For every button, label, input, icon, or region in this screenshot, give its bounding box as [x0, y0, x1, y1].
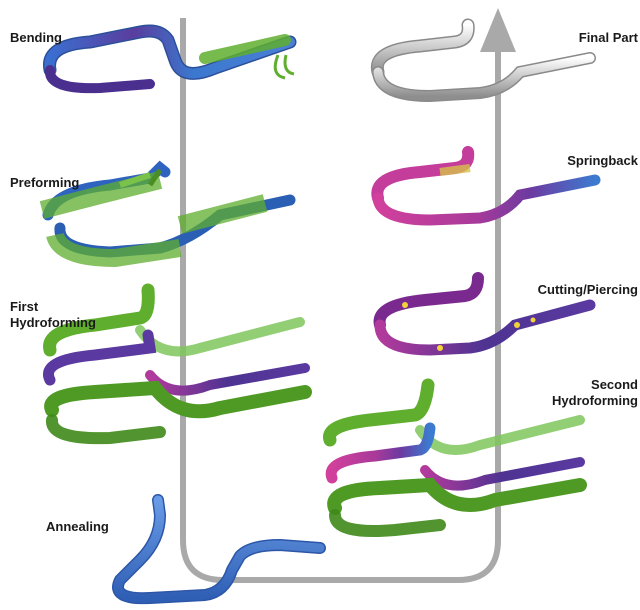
cutting-piercing-part	[373, 272, 596, 356]
preforming-part	[39, 160, 296, 268]
label-final-part: Final Part	[578, 30, 638, 45]
springback-part	[371, 146, 601, 226]
flow-arrowhead	[480, 8, 516, 52]
label-first-hydroforming: First Hydroforming	[10, 299, 96, 330]
bending-part	[43, 24, 297, 94]
label-cutting-piercing: Cutting/Piercing	[537, 282, 638, 297]
label-bending: Bending	[10, 30, 62, 45]
label-preforming: Preforming	[10, 175, 80, 190]
label-annealing: Annealing	[46, 519, 109, 534]
first-hydroforming-part	[43, 283, 312, 445]
label-second-hydroforming: Second Hydroforming	[552, 377, 638, 408]
annealing-part	[112, 494, 326, 605]
flow-arrow-path	[180, 18, 501, 583]
final-part	[370, 18, 596, 103]
second-hydroforming-part	[323, 378, 587, 537]
label-springback: Springback	[567, 153, 638, 168]
